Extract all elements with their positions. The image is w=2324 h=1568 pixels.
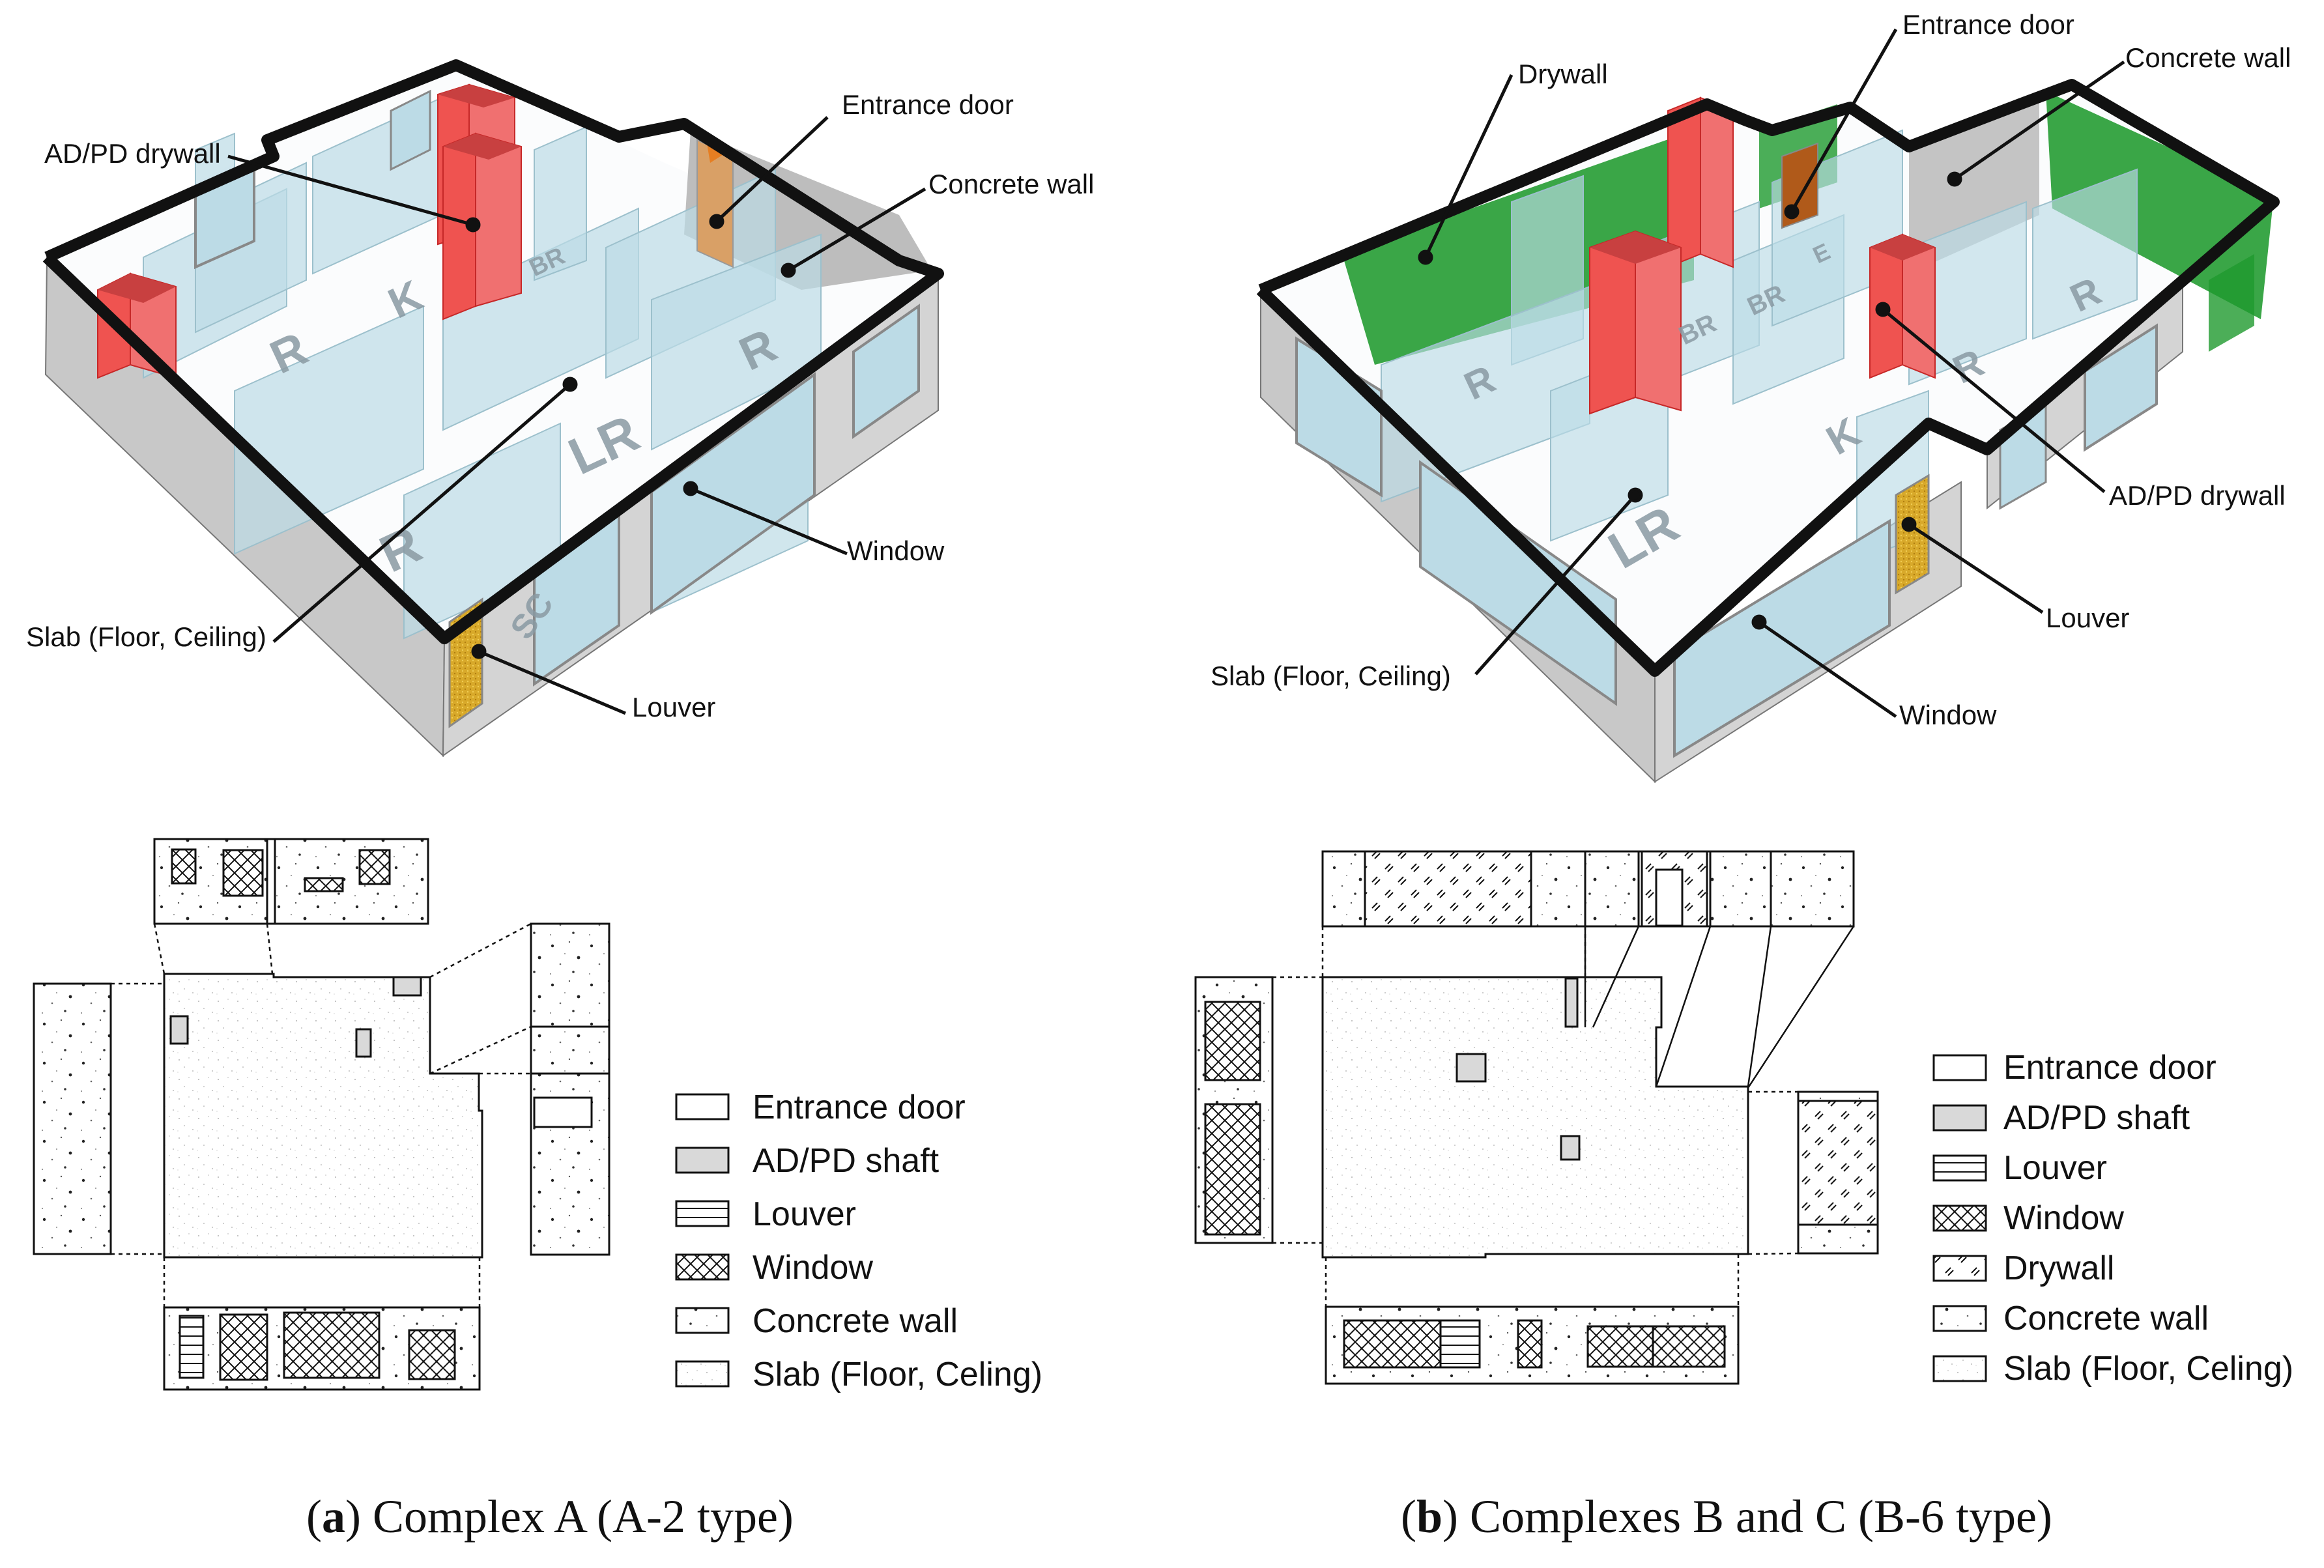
b-drywall [2046,91,2274,319]
panel-b-3d-model: R BR BR E R R LR K Drywall Entrance door… [1211,9,2291,784]
panel-a-3d-model: R K BR R LR R SC AD/PD drywall Entrance … [26,59,1094,758]
legend-label: Concrete wall [2003,1300,2209,1337]
b-callout-drywall: Drywall [1518,59,1608,89]
legend-label: Slab (Floor, Celing) [2003,1350,2293,1388]
caption-a-text: Complex A (A-2 type) [373,1490,794,1543]
b-plan-shaft [1456,1053,1487,1083]
panel-b-legend: Entrance door AD/PD shaft Louver Window … [1932,1049,2293,1388]
a-plan-window [304,877,344,892]
b-callout-slab: Slab (Floor, Ceiling) [1211,661,1451,691]
legend-swatch-entrance-door [1932,1054,1987,1081]
legend-swatch-slab [675,1360,730,1388]
a-ad-pd-shafts [97,83,522,379]
a-plan-slab [163,973,483,1259]
b-wall-top-outline [1256,79,2280,677]
legend-label: AD/PD shaft [753,1142,940,1180]
b-drywall [2209,254,2254,352]
b-plan-shaft [1560,1135,1581,1161]
a-callout-louver: Louver [632,692,715,722]
caption-b-letter: b [1416,1490,1442,1543]
a-callout-window: Window [847,535,945,566]
b-callout-window: Window [1899,700,1997,730]
legend-label: Concrete wall [753,1302,958,1340]
legend-swatch-drywall [1932,1255,1987,1282]
a-plan-shaft-window [171,848,197,885]
panel-a-legend: Entrance door AD/PD shaft Louver Window … [675,1089,1042,1393]
a-plan-window [222,849,264,897]
caption-b-text: Complexes B and C (B-6 type) [1470,1490,2052,1543]
legend-label: Entrance door [753,1089,966,1126]
caption-b: (b) Complexes B and C (B-6 type) [1401,1490,2052,1543]
a-plan-window [283,1311,380,1379]
b-plan-window [1517,1319,1543,1369]
a-window-3 [852,304,920,439]
a-callout-concrete-wall: Concrete wall [928,169,1094,199]
b-callout-ad-pd-drywall: AD/PD drywall [2109,480,2286,511]
b-callout-entrance-door: Entrance door [1902,9,2074,40]
b-plan-window [1586,1325,1726,1368]
a-window-5 [390,89,431,171]
b-plan-window [1204,1001,1261,1081]
panel-b-unfolded-plan [1194,850,1879,1385]
a-plan-window [408,1329,456,1380]
b-louver [1895,474,1930,595]
legend-swatch-louver [675,1200,730,1227]
legend-label: Slab (Floor, Celing) [753,1356,1042,1393]
legend-swatch-window [1932,1205,1987,1232]
a-plan-window [358,849,391,885]
b-callout-lines [1418,28,2125,719]
a-callout-lines [227,116,926,715]
b-plan-diagonal-lines [1584,926,1855,1089]
b-plan-entrance-door [1655,868,1684,927]
legend-label: Drywall [2003,1249,2114,1287]
caption-a: (a) Complex A (A-2 type) [306,1490,794,1543]
a-callout-entrance-door: Entrance door [842,89,1014,120]
a-plan-shaft [392,976,422,997]
legend-label: Entrance door [2003,1049,2216,1087]
legend-label: Window [753,1249,873,1287]
a-wall-top-outline [42,59,944,644]
b-window [1419,460,1617,706]
legend-swatch-louver [1932,1154,1987,1182]
legend-label: Louver [2003,1149,2107,1187]
b-callout-concrete-wall: Concrete wall [2125,42,2291,73]
a-plan-entrance-door [533,1096,593,1128]
legend-swatch-concrete-wall [675,1307,730,1334]
a-plan-shaft [169,1015,189,1045]
a-window-1 [650,372,816,615]
a-callout-ad-pd-drywall: AD/PD drywall [44,138,221,169]
legend-swatch-concrete-wall [1932,1305,1987,1332]
b-plan-window [1204,1103,1261,1236]
legend-swatch-ad-pd-shaft [675,1147,730,1174]
a-plan-louver [179,1315,205,1379]
a-plan-shaft [355,1028,372,1058]
legend-label: AD/PD shaft [2003,1099,2190,1137]
legend-swatch-entrance-door [675,1093,730,1120]
b-callout-louver: Louver [2046,603,2129,633]
legend-swatch-ad-pd-shaft [1932,1104,1987,1132]
a-plan-right-wall [530,922,610,1256]
a-callout-slab: Slab (Floor, Ceiling) [26,621,266,652]
b-plan-drywall [1364,850,1532,928]
b-window [2084,323,2158,452]
b-ad-pd-shafts [1589,96,1936,415]
caption-a-letter: a [322,1490,345,1543]
legend-swatch-slab [1932,1355,1987,1382]
b-plan-slab [1321,976,1749,1259]
a-plan-fold-lines [111,922,532,1307]
b-plan-shaft [1564,977,1579,1028]
legend-label: Window [2003,1199,2124,1237]
b-plan-louver [1439,1319,1481,1369]
b-plan-drywall [1797,1100,1879,1226]
panel-a-unfolded-plan [33,838,610,1391]
legend-label: Louver [753,1195,856,1233]
a-plan-window [219,1313,268,1381]
b-plan-window [1343,1319,1442,1369]
a-plan-left-wall [33,982,112,1255]
legend-swatch-window [675,1253,730,1281]
